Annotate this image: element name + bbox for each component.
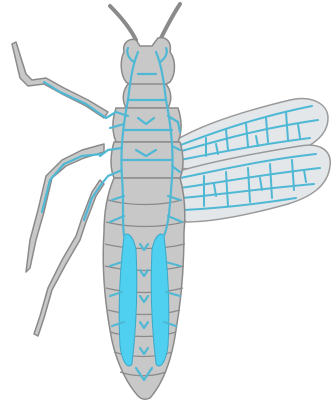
front-leg (12, 42, 108, 118)
antennae (110, 4, 180, 40)
left-antenna (110, 6, 136, 40)
head (121, 38, 174, 87)
legs (12, 42, 108, 336)
abdomen (103, 178, 185, 399)
right-air-sac (151, 234, 169, 366)
right-antenna (160, 4, 180, 40)
left-air-sac (119, 234, 137, 366)
leg-trachea (44, 82, 106, 118)
